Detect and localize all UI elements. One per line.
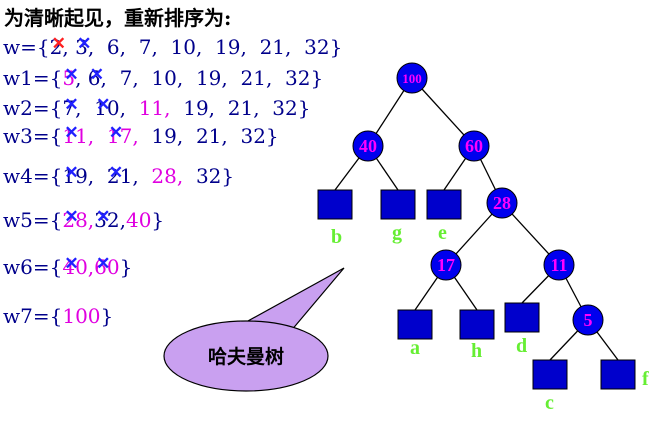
- tree-node-17: [430, 249, 462, 281]
- weight-set-w5: w5={28✕,32✕,40}: [3, 207, 165, 232]
- weight-set-w4: w4={19✕, 21✕, 28, 32}: [3, 163, 235, 188]
- leaf-node-h: [459, 309, 495, 340]
- tree-node-label: 5: [584, 310, 593, 330]
- weight-item: 7: [138, 35, 152, 59]
- leaf-node-c: [532, 359, 568, 390]
- weight-item-crossed: 32✕: [94, 207, 120, 232]
- weight-item-crossed: 10✕: [94, 95, 120, 120]
- tree-node-label: 60: [465, 136, 483, 156]
- weight-item-crossed: 28✕: [62, 207, 88, 232]
- weight-item: 10: [170, 35, 196, 59]
- heading: 为清晰起见，重新排序为:: [4, 6, 232, 30]
- weight-set-w: w={2✕, 3✕, 6, 7, 10, 19, 21, 32}: [3, 34, 343, 59]
- weight-set-w3: w3={11✕, 17✕, 19, 21, 32}: [3, 123, 279, 148]
- weight-item-crossed: 7✕: [62, 95, 79, 120]
- leaf-label-g: g: [392, 222, 402, 244]
- weight-item-crossed: 2✕: [49, 34, 66, 59]
- weight-item-crossed: 21✕: [106, 163, 133, 188]
- leaf-node-d: [504, 302, 540, 333]
- tree-node-60: [458, 130, 490, 162]
- weight-item: 100: [62, 304, 101, 328]
- weight-item-crossed: 60✕: [94, 254, 120, 279]
- weight-item-crossed: 3✕: [75, 34, 92, 59]
- weight-item-crossed: 5✕: [62, 65, 79, 90]
- weight-item-crossed: 11✕: [62, 123, 88, 148]
- weight-item: 32: [304, 35, 330, 59]
- weight-set-w7: w7={100}: [3, 304, 114, 328]
- weight-item-crossed: 6✕: [87, 65, 105, 90]
- weight-set-w6: w6={40✕,60✕}: [3, 254, 133, 279]
- weight-set-w1: w1={5✕, 6✕, 7, 10, 19, 21, 32}: [3, 65, 324, 90]
- leaf-label-c: c: [545, 392, 554, 414]
- weight-set-name: w=: [3, 35, 37, 59]
- tree-node-label: 40: [359, 136, 377, 156]
- tree-node-11: [543, 249, 575, 281]
- weight-item-crossed: 17✕: [106, 123, 133, 148]
- tree-node-5: [572, 304, 604, 336]
- leaf-label-h: h: [471, 340, 482, 362]
- weight-set-w2: w2={7✕, 10✕, 11, 19, 21, 32}: [3, 95, 311, 120]
- tree-node-label: 28: [493, 193, 511, 213]
- callout-text: 哈夫曼树: [208, 345, 284, 368]
- tree-node-100: [396, 62, 428, 94]
- weight-item: 19: [215, 35, 241, 59]
- leaf-label-e: e: [438, 222, 447, 244]
- leaf-node-g: [380, 189, 416, 220]
- tree-node-40: [352, 130, 384, 162]
- tree-node-28: [486, 187, 518, 219]
- leaf-node-a: [397, 309, 433, 340]
- weight-item: 21: [259, 35, 286, 59]
- tree-node-label: 100: [402, 71, 422, 86]
- callout-bubble: [163, 320, 329, 392]
- weight-item-crossed: 19✕: [62, 163, 88, 188]
- leaf-label-d: d: [516, 335, 527, 357]
- weight-item-crossed: 40✕: [62, 254, 88, 279]
- tree-node-label: 17: [437, 255, 455, 275]
- tree-node-label: 11: [550, 255, 567, 275]
- leaf-label-f: f: [642, 368, 649, 390]
- leaf-node-e: [426, 189, 462, 220]
- leaf-label-b: b: [331, 226, 342, 248]
- leaf-label-a: a: [410, 337, 420, 359]
- leaf-node-f: [600, 359, 636, 390]
- leaf-node-b: [317, 189, 353, 220]
- weight-item: 6: [106, 35, 120, 59]
